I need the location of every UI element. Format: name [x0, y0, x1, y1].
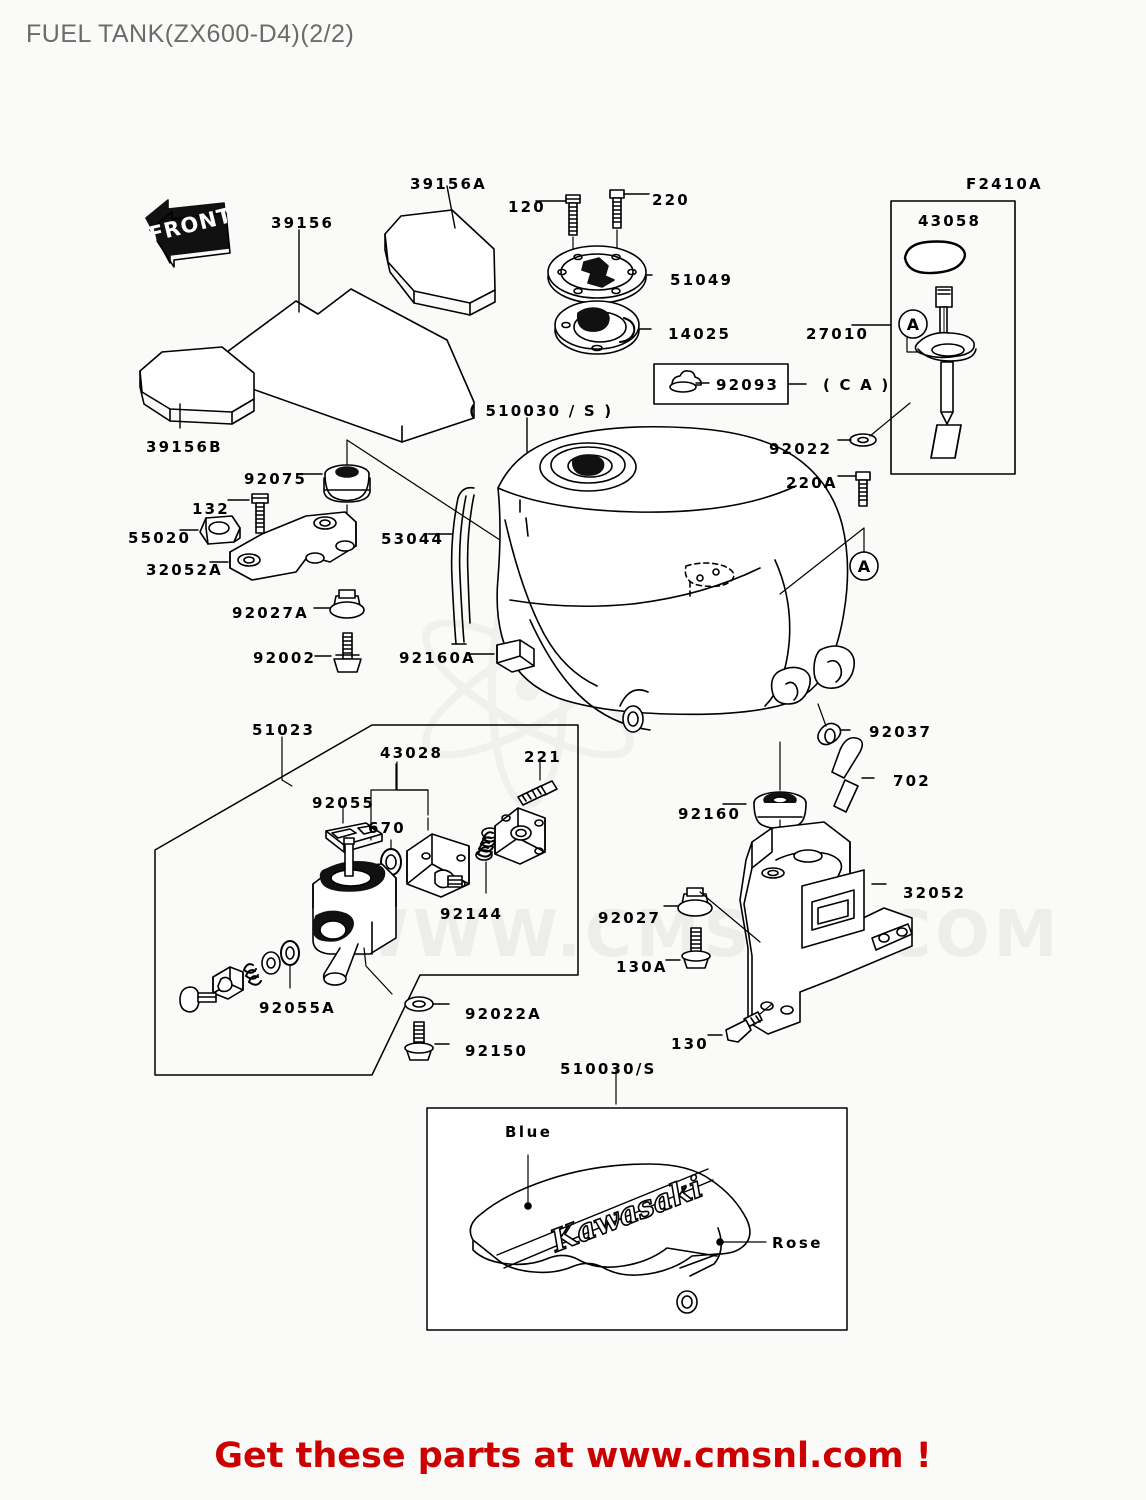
- petcock-small-parts: [179, 940, 300, 1013]
- part-number-130: 130: [671, 1035, 709, 1053]
- part-number-220A: 220A: [786, 474, 838, 492]
- part-number-92002: 92002: [253, 649, 317, 667]
- part-51023-assembly-box: [154, 724, 579, 1076]
- part-number-130A: 130A: [616, 958, 668, 976]
- part-number-92037: 92037: [869, 723, 933, 741]
- svg-text:FRONT: FRONT: [146, 203, 227, 247]
- part-number-120: 120: [508, 198, 546, 216]
- part-number-92075: 92075: [244, 470, 308, 488]
- part-51023-petcock-body: [312, 837, 397, 995]
- part-number-55020: 55020: [128, 529, 192, 547]
- part-number-702: 702: [893, 772, 931, 790]
- part-number-39156: 39156: [271, 214, 335, 232]
- part-number-43058: 43058: [918, 212, 982, 230]
- part-number-92055: 92055: [312, 794, 376, 812]
- part-27010-sender-box: [851, 200, 1016, 475]
- paint-chart-box: [426, 1069, 848, 1331]
- part-221-screw: [517, 759, 558, 806]
- part-39156B-pad: [139, 346, 255, 425]
- part-number-CA: ( C A ): [823, 376, 891, 394]
- part-number-92144: 92144: [440, 905, 504, 923]
- part-number-51023: 51023: [252, 721, 316, 739]
- part-number-510030S: ( 510030 / S ): [469, 402, 614, 420]
- part-92022A-washer: [404, 996, 450, 1012]
- part-number-F2410A: F2410A: [966, 175, 1043, 193]
- part-number-39156A: 39156A: [410, 175, 487, 193]
- part-92027A-nut: [313, 589, 365, 619]
- part-number-220: 220: [652, 191, 690, 209]
- part-number-92160: 92160: [678, 805, 742, 823]
- part-number-132: 132: [192, 500, 230, 518]
- part-53044-hose: [450, 486, 475, 645]
- part-number-43028: 43028: [380, 744, 444, 762]
- page-title: FUEL TANK(ZX600-D4)(2/2): [26, 20, 355, 48]
- part-92160A-clip: [465, 639, 535, 673]
- part-51049-fuel-cap: [547, 245, 647, 304]
- part-92150-bolt: [404, 1021, 450, 1061]
- part-130-bolt: [707, 1003, 773, 1043]
- part-92002-bolt: [314, 632, 362, 673]
- part-132-bolt: [227, 493, 269, 557]
- part-92093-box: [653, 363, 807, 405]
- part-number-92022A: 92022A: [465, 1005, 542, 1023]
- part-number-53044: 53044: [381, 530, 445, 548]
- paint-label-rose: Rose: [772, 1234, 823, 1252]
- part-92037-clip: [817, 703, 851, 746]
- part-number-92027A: 92027A: [232, 604, 309, 622]
- part-92075-grommet: [323, 464, 371, 503]
- part-220-bolt: [609, 189, 625, 229]
- cmsnl-footer-text: Get these parts at www.cmsnl.com !: [214, 1436, 932, 1476]
- front-arrow-badge: [145, 199, 231, 268]
- part-92027-nut: [663, 887, 761, 943]
- part-number-32052: 32052: [903, 884, 967, 902]
- part-number-51049: 51049: [670, 271, 734, 289]
- callout-letter-a-2: A: [858, 557, 871, 576]
- part-43028-cover: [494, 807, 546, 865]
- part-number-27010: 27010: [806, 325, 870, 343]
- part-number-92022: 92022: [769, 440, 833, 458]
- part-number-92160A: 92160A: [399, 649, 476, 667]
- part-39156-pad: [226, 288, 475, 443]
- front-marker-label: FRONT: [141, 196, 235, 262]
- part-number-92093: 92093: [716, 376, 780, 394]
- part-number-92027: 92027: [598, 909, 662, 927]
- part-220A-bolt: [837, 471, 871, 507]
- part-92055-gasket: [325, 805, 383, 853]
- part-92022-washer: [837, 402, 911, 447]
- part-number-32052A: 32052A: [146, 561, 223, 579]
- part-number-39156B: 39156B: [146, 438, 223, 456]
- part-number-92150: 92150: [465, 1042, 529, 1060]
- part-number-510030S: 510030/S: [560, 1060, 657, 1078]
- part-130A-bolt: [665, 927, 711, 969]
- part-number-670: 670: [368, 819, 406, 837]
- part-120-bolt: [565, 194, 581, 236]
- part-14025-cap-base: [554, 300, 640, 355]
- part-number-14025: 14025: [668, 325, 732, 343]
- part-55020-damper: [179, 515, 241, 545]
- paint-label-blue: Blue: [505, 1123, 553, 1141]
- callout-letter-a-1: A: [907, 315, 920, 334]
- part-number-221: 221: [524, 748, 562, 766]
- part-32052-bracket: [739, 821, 913, 1035]
- part-39156A-pad: [384, 209, 496, 316]
- part-43028-diaphragm: [406, 833, 470, 898]
- part-702-hose: [831, 736, 875, 813]
- part-number-92055A: 92055A: [259, 999, 336, 1017]
- main-fuel-tank: [496, 425, 856, 733]
- part-32052A-bracket: [209, 511, 357, 581]
